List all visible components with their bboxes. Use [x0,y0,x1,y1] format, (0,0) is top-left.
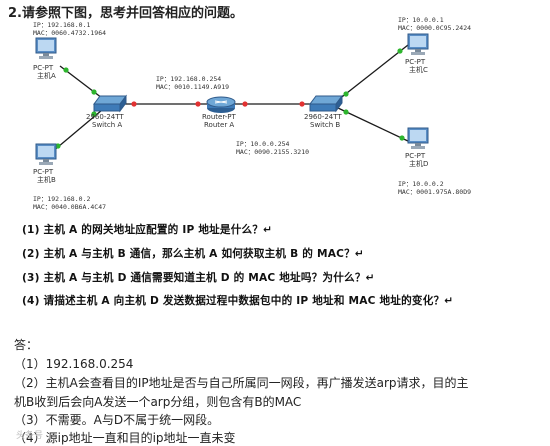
pc-icon-host-c [407,33,429,55]
router-if1-mac: MAC：0010.1149.A919 [156,83,230,91]
port-status-dots [55,48,405,149]
answer-4: （4）源ip地址一直和目的ip地址一直未变 [14,431,236,445]
host-b-ip: IP：192.168.0.2 [33,195,91,203]
switch-b-model: 2960-24TT [304,113,342,121]
host-c-label: 主机C [409,66,428,74]
watermark: 头条号 [16,431,44,441]
link-switchb-hostc [337,44,409,101]
page-title: 2.请参照下图，思考并回答相应的问题。 [8,6,243,21]
host-b-label: 主机B [37,176,56,184]
host-c-type: PC-PT [405,58,426,66]
router-if1-ip: IP：192.168.0.254 [156,75,222,83]
host-b-type: PC-PT [33,168,54,176]
switch-a-model: 2960-24TT [86,113,124,121]
answer-3: （3）不需要。A与D不属于统一网段。 [14,413,220,427]
switch-icon-a [93,94,127,113]
switch-b-label: Switch B [310,121,341,129]
router-label: Router A [204,121,235,129]
answer-2-line-1: （2）主机A会查看目的IP地址是否与自己所属同一网段，再广播发送arp请求，目的… [14,376,469,390]
switch-a-label: Switch A [92,121,123,129]
question-2: (2) 主机 A 与主机 B 通信，那么主机 A 如何获取主机 B 的 MAC？… [22,248,364,260]
router-model: Router-PT [202,113,236,121]
host-b-mac: MAC：0040.0B6A.4C47 [33,203,107,211]
pc-icon-host-b [35,143,57,165]
host-a-type: PC-PT [33,64,54,72]
host-a-mac: MAC：0060.4732.1964 [33,29,107,37]
host-c-mac: MAC：0000.0C95.2424 [398,24,472,32]
link-switchb-hostd [337,107,411,143]
answer-1: （1）192.168.0.254 [14,357,134,371]
answer-heading: 答： [14,338,39,352]
switch-icon-b [309,94,343,113]
router-if2-mac: MAC：0090.2155.3210 [236,148,310,156]
host-a-ip: IP：192.168.0.1 [33,21,91,29]
router-if2-ip: IP：10.0.0.254 [236,140,290,148]
router-icon [206,96,236,113]
host-d-label: 主机D [409,160,429,168]
host-c-ip: IP：10.0.0.1 [398,16,444,24]
answer-2-line-2: 机B收到后会向A发送一个arp分组，则包含有B的MAC [14,395,302,409]
question-1: (1) 主机 A 的网关地址应配置的 IP 地址是什么？↵ [22,224,273,236]
host-d-type: PC-PT [405,152,426,160]
network-topology-diagram [35,33,429,165]
question-4: (4) 请描述主机 A 向主机 D 发送数据过程中数据包中的 IP 地址和 MA… [22,295,454,307]
host-d-mac: MAC：0001.975A.80D9 [398,188,472,196]
host-d-ip: IP：10.0.0.2 [398,180,444,188]
pc-icon-host-a [35,37,57,59]
host-a-label: 主机A [37,72,56,80]
pc-icon-host-d [407,127,429,149]
question-3: (3) 主机 A 与主机 D 通信需要知道主机 D 的 MAC 地址吗？为什么？… [22,272,375,284]
